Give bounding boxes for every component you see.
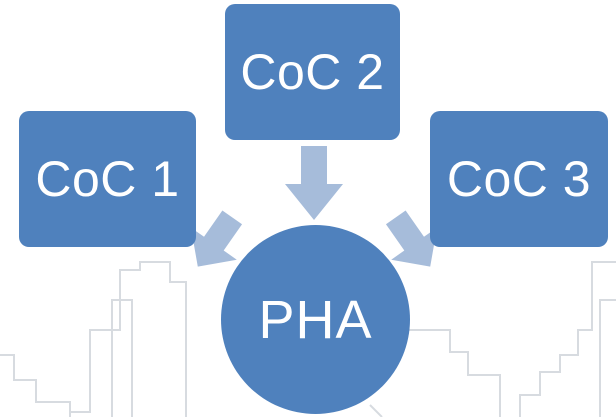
coc-3-box: CoC 3 [430, 111, 608, 247]
pha-label: PHA [258, 289, 373, 350]
coc-2-box: CoC 2 [225, 4, 400, 140]
arrow-down-right-icon [190, 210, 243, 267]
arrow-coc3-to-pha [385, 210, 438, 267]
pha-circle: PHA [221, 225, 410, 414]
arrow-down-left-icon [385, 210, 438, 267]
arrow-down-icon [285, 146, 343, 220]
coc-2-label: CoC 2 [240, 44, 385, 100]
coc-1-box: CoC 1 [19, 111, 196, 247]
coc-3-label: CoC 3 [446, 151, 592, 207]
arrow-coc1-to-pha [190, 210, 243, 267]
skyline-outline [0, 261, 616, 417]
arrow-coc2-to-pha [285, 146, 343, 220]
coc-1-label: CoC 1 [35, 151, 180, 207]
